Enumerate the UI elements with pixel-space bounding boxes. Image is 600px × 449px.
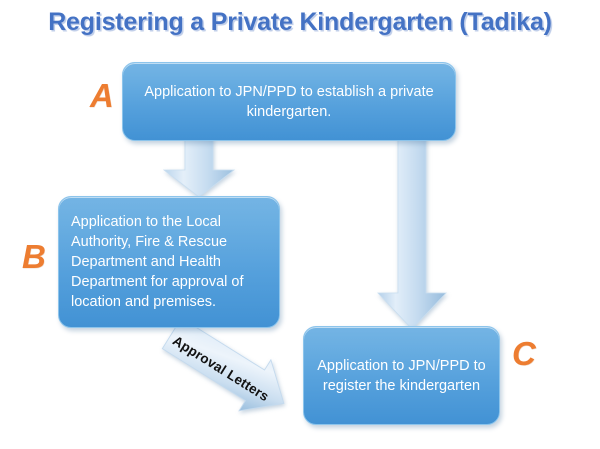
- arrow-b-to-c-icon: [161, 317, 285, 412]
- process-box-c[interactable]: Application to JPN/PPD to register the k…: [303, 326, 500, 425]
- page-title: Registering a Private Kindergarten (Tadi…: [48, 8, 552, 36]
- process-box-c-text: Application to JPN/PPD to register the k…: [317, 357, 486, 394]
- step-letter-b: B: [22, 238, 46, 275]
- arrow-a-to-b-icon: [162, 136, 236, 198]
- process-box-a[interactable]: Application to JPN/PPD to establish a pr…: [122, 62, 456, 141]
- process-box-b-text: Application to the Local Authority, Fire…: [71, 214, 244, 310]
- process-box-b[interactable]: Application to the Local Authority, Fire…: [58, 196, 280, 328]
- arrow-a-to-c-icon: [377, 133, 447, 330]
- process-box-a-text: Application to JPN/PPD to establish a pr…: [144, 83, 434, 120]
- step-letter-a: A: [90, 77, 114, 114]
- step-letter-c: C: [512, 335, 536, 372]
